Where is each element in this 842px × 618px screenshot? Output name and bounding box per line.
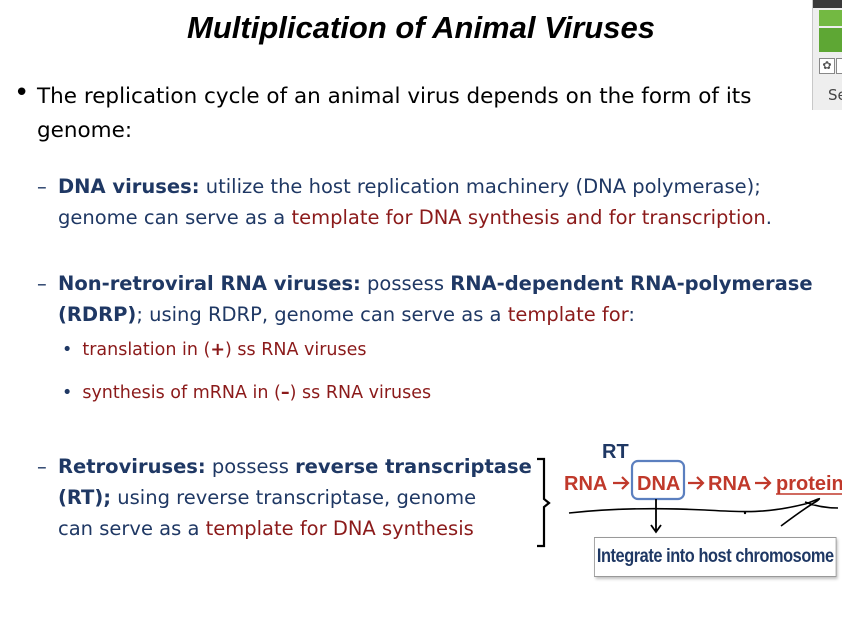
ss-item-sign: + <box>210 340 226 360</box>
retroviruses-template: template for DNA synthesis <box>205 517 474 540</box>
arrow-right-icon <box>755 476 772 490</box>
intro-text: The replication cycle of an animal virus… <box>37 84 752 143</box>
rt-abbrev: (RT); <box>58 486 112 509</box>
retroviruses-item: – <box>37 451 47 482</box>
ss-item-text-end: ) ss RNA viruses <box>289 383 432 403</box>
widget-top-bar <box>813 0 842 8</box>
reverse-transcriptase-term: reverse transcriptase <box>295 455 532 478</box>
rna-label: RNA <box>564 473 607 495</box>
rna-viruses-desc: possess <box>360 272 451 295</box>
dna-viruses-item: – <box>37 171 47 202</box>
dna-viruses-heading: DNA viruses: <box>58 175 200 198</box>
rt-label: RT <box>602 441 629 463</box>
handwritten-annotation <box>568 497 839 527</box>
retroviruses-desc3: can serve as a <box>58 517 206 540</box>
host-chromosome-box: Integrate into host chromosome <box>594 537 837 577</box>
side-widget[interactable]: ✿ Se <box>812 0 842 110</box>
retroviruses-line2: (RT); using reverse transcriptase, genom… <box>58 482 476 513</box>
dna-viruses-template: template for DNA synthesis and for trans… <box>291 206 766 229</box>
arrow-down-icon <box>650 499 662 534</box>
ss-item-text-end: ) ss RNA viruses <box>225 340 367 360</box>
arrow-right-icon <box>688 476 705 490</box>
ss-rna-item: • translation in (+) ss RNA viruses <box>62 340 367 360</box>
annotation-dot <box>743 511 747 515</box>
widget-green-panel[interactable] <box>819 28 842 52</box>
widget-label: Se <box>828 86 842 104</box>
widget-small-box[interactable] <box>836 58 842 74</box>
rna-viruses-template: template for <box>507 303 629 326</box>
retroviruses-desc: possess <box>205 455 296 478</box>
rdrp-term: RNA-dependent RNA-polymerase (RDRP) <box>58 272 813 326</box>
ss-item-sign: – <box>280 383 290 403</box>
ss-item-text: translation in ( <box>82 340 211 360</box>
rna-viruses-end: : <box>628 303 635 326</box>
rna-viruses-item: – <box>37 268 47 299</box>
rna-viruses-heading: Non-retroviral RNA viruses: <box>58 272 361 295</box>
slide-title: Multiplication of Animal Viruses <box>187 10 655 45</box>
bullet-icon: • <box>62 340 73 360</box>
arrow-right-icon <box>613 476 630 490</box>
ss-item-text: synthesis of mRNA in ( <box>82 383 281 403</box>
rna-viruses-text: Non-retroviral RNA viruses: possess RNA-… <box>58 268 838 330</box>
dash-marker: – <box>37 272 47 295</box>
retroviruses-line1: Retroviruses: possess reverse transcript… <box>58 451 532 482</box>
dash-marker: – <box>37 455 47 478</box>
retroviruses-line3: can serve as a template for DNA synthesi… <box>58 513 474 544</box>
widget-green-button[interactable] <box>819 10 842 26</box>
rna-viruses-desc2: ; using RDRP, genome can serve as a <box>136 303 508 326</box>
rna-label: RNA <box>708 473 751 495</box>
protein-label: protein <box>776 473 842 495</box>
dash-marker: – <box>37 175 47 198</box>
bullet-icon: • <box>62 383 73 403</box>
dna-label: DNA <box>637 473 680 495</box>
rt-flow-diagram: RT RNA DNA RNA protein <box>564 441 842 534</box>
dna-viruses-text: DNA viruses: utilize the host replicatio… <box>58 171 842 233</box>
dna-viruses-end: . <box>765 206 772 229</box>
right-bracket <box>537 457 551 548</box>
dna-box <box>630 459 686 501</box>
bullet-icon: • <box>14 78 30 108</box>
retroviruses-desc2: using reverse transcriptase, genome <box>111 486 477 509</box>
gear-icon[interactable]: ✿ <box>819 58 835 74</box>
dna-viruses-desc: utilize the host replication machinery (… <box>58 175 761 229</box>
ss-rna-item: • synthesis of mRNA in (–) ss RNA viruses <box>62 383 431 403</box>
retroviruses-heading: Retroviruses: <box>58 455 206 478</box>
